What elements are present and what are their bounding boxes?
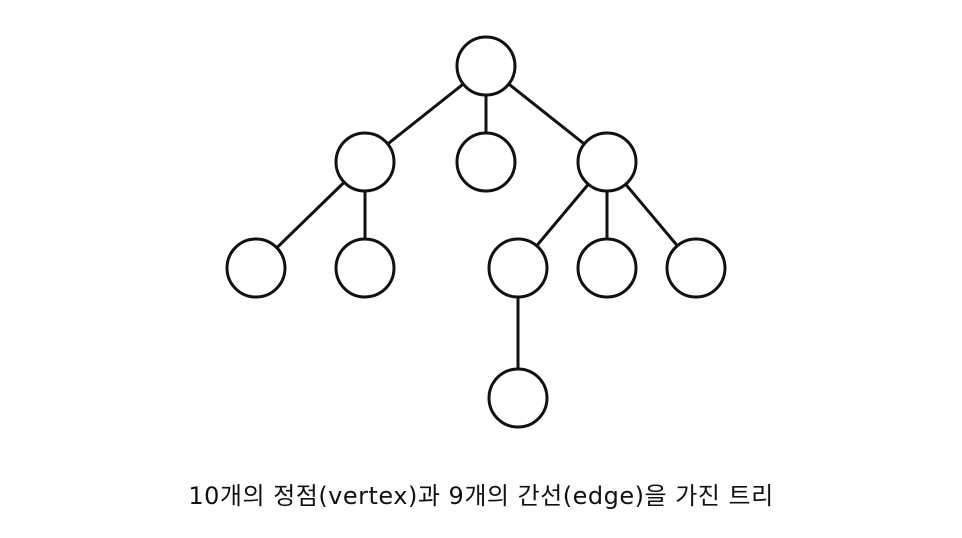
tree-node-n2 — [455, 131, 517, 193]
tree-node-n7 — [576, 237, 638, 299]
tree-node-n1 — [334, 131, 396, 193]
tree-node-n9 — [487, 367, 549, 429]
tree-node-n5 — [334, 237, 396, 299]
tree-node-n0 — [455, 35, 517, 97]
tree-node-n3 — [576, 131, 638, 193]
tree-node-n6 — [487, 237, 549, 299]
tree-node-n8 — [665, 237, 727, 299]
tree-nodes — [225, 35, 727, 429]
tree-node-n4 — [225, 237, 287, 299]
tree-edges — [254, 64, 698, 400]
diagram-caption: 10개의 정점(vertex)과 9개의 간선(edge)을 가진 트리 — [188, 482, 774, 510]
